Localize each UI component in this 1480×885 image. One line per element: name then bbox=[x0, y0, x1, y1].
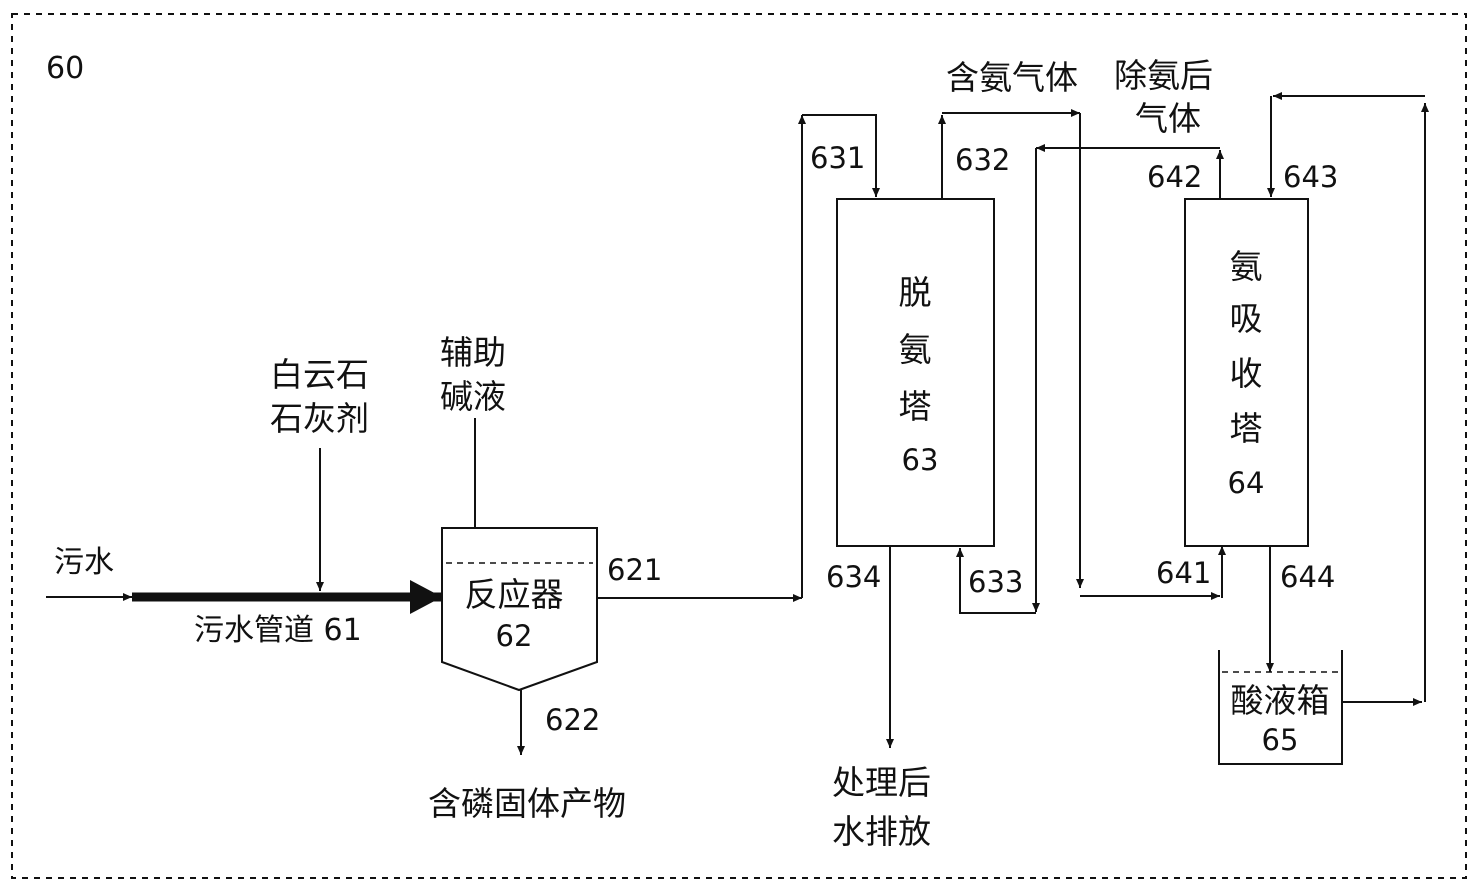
port-621-label: 621 bbox=[607, 553, 662, 587]
reactor-number: 62 bbox=[496, 619, 533, 653]
port-644-label: 644 bbox=[1280, 560, 1335, 594]
deammoniated-gas-label-line2: 气体 bbox=[1135, 99, 1201, 138]
port-634-label: 634 bbox=[826, 560, 881, 594]
aux-alkali-label-line2: 碱液 bbox=[440, 377, 506, 416]
absorber-char-1: 氨 bbox=[1230, 247, 1263, 286]
solid-product-label: 含磷固体产物 bbox=[428, 784, 626, 823]
stripper-top-inlet-line bbox=[802, 114, 880, 197]
port-633-label: 633 bbox=[968, 565, 1023, 599]
port-643-label: 643 bbox=[1283, 160, 1338, 194]
stripper-char-3: 塔 bbox=[899, 387, 932, 426]
reactor-name: 反应器 bbox=[465, 575, 564, 614]
ammonia-absorber-column bbox=[1184, 198, 1309, 547]
system-boundary-frame bbox=[11, 13, 1467, 879]
port-622-label: 622 bbox=[545, 703, 600, 737]
absorber-number: 64 bbox=[1228, 466, 1265, 500]
stripper-char-2: 氨 bbox=[899, 330, 932, 369]
reactor-vessel bbox=[441, 527, 598, 692]
deammoniated-gas-label-line1: 除氨后 bbox=[1114, 56, 1213, 95]
absorber-char-4: 塔 bbox=[1230, 409, 1263, 448]
acid-tank-vessel bbox=[1218, 650, 1343, 765]
ammonia-stripper-column bbox=[836, 198, 995, 547]
frame-label: 60 bbox=[46, 51, 84, 86]
stripper-number: 63 bbox=[902, 443, 939, 477]
sewage-inlet-label: 污水 bbox=[54, 545, 114, 580]
port-631-label: 631 bbox=[810, 141, 865, 175]
sewage-pipe-label: 污水管道 61 bbox=[194, 613, 362, 648]
ammonia-gas-label: 含氨气体 bbox=[946, 58, 1078, 97]
treated-water-label-line1: 处理后 bbox=[832, 763, 931, 802]
acid-tank-number: 65 bbox=[1262, 723, 1299, 757]
port-632-label: 632 bbox=[955, 143, 1010, 177]
port-641-label: 641 bbox=[1156, 556, 1211, 590]
absorber-char-3: 收 bbox=[1230, 354, 1263, 393]
aux-alkali-label-line1: 辅助 bbox=[440, 333, 506, 372]
acid-tank-name: 酸液箱 bbox=[1231, 681, 1330, 720]
port-642-label: 642 bbox=[1147, 160, 1202, 194]
treated-water-label-line2: 水排放 bbox=[832, 812, 931, 851]
dolomite-label-line1: 白云石 bbox=[270, 355, 369, 394]
dolomite-label-line2: 石灰剂 bbox=[270, 399, 369, 438]
return-gas-line-bottom bbox=[956, 548, 1036, 614]
stripper-char-1: 脱 bbox=[899, 273, 932, 312]
absorber-char-2: 吸 bbox=[1230, 299, 1263, 338]
